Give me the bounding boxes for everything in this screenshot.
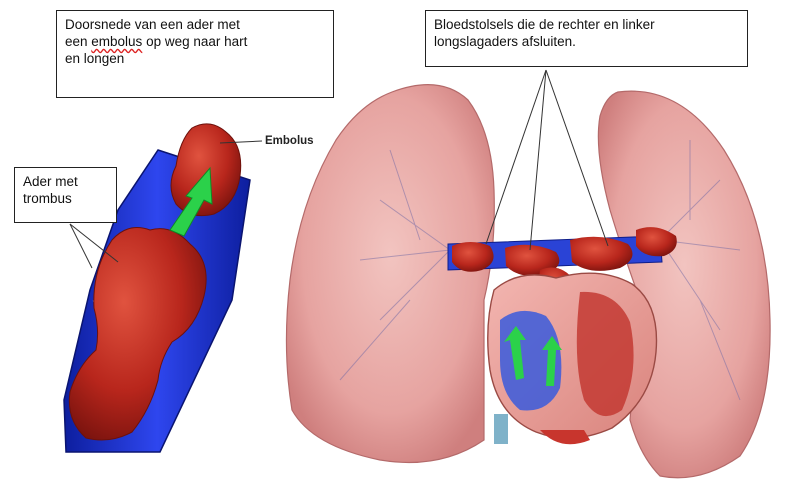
clots-leader-line <box>486 70 546 244</box>
clots-leader-line <box>546 70 608 246</box>
aorta-base <box>540 430 590 444</box>
vein-thrombus-callout: Ader met trombus <box>14 167 117 223</box>
lungs-heart-illustration <box>286 70 770 478</box>
clots-leader-line <box>530 70 546 250</box>
callout-line: Bloedstolsels die de rechter en linker <box>434 16 739 33</box>
vena-cava <box>494 414 508 444</box>
thrombus-leader-line <box>70 224 92 268</box>
callout-line: Doorsnede van een ader met <box>65 16 325 33</box>
embolus-vein-callout: Doorsnede van een ader met een embolus o… <box>56 10 334 98</box>
embolus-clot <box>171 124 241 216</box>
callout-line: Ader met <box>23 173 108 190</box>
callout-line: en longen <box>65 50 325 67</box>
embolus-label: Embolus <box>265 135 314 147</box>
pulmonary-clots-callout: Bloedstolsels die de rechter en linker l… <box>425 10 748 67</box>
callout-line: een embolus op weg naar hart <box>65 33 325 50</box>
callout-line: longslagaders afsluiten. <box>434 33 739 50</box>
right-lung <box>286 85 494 463</box>
callout-line: trombus <box>23 190 108 207</box>
